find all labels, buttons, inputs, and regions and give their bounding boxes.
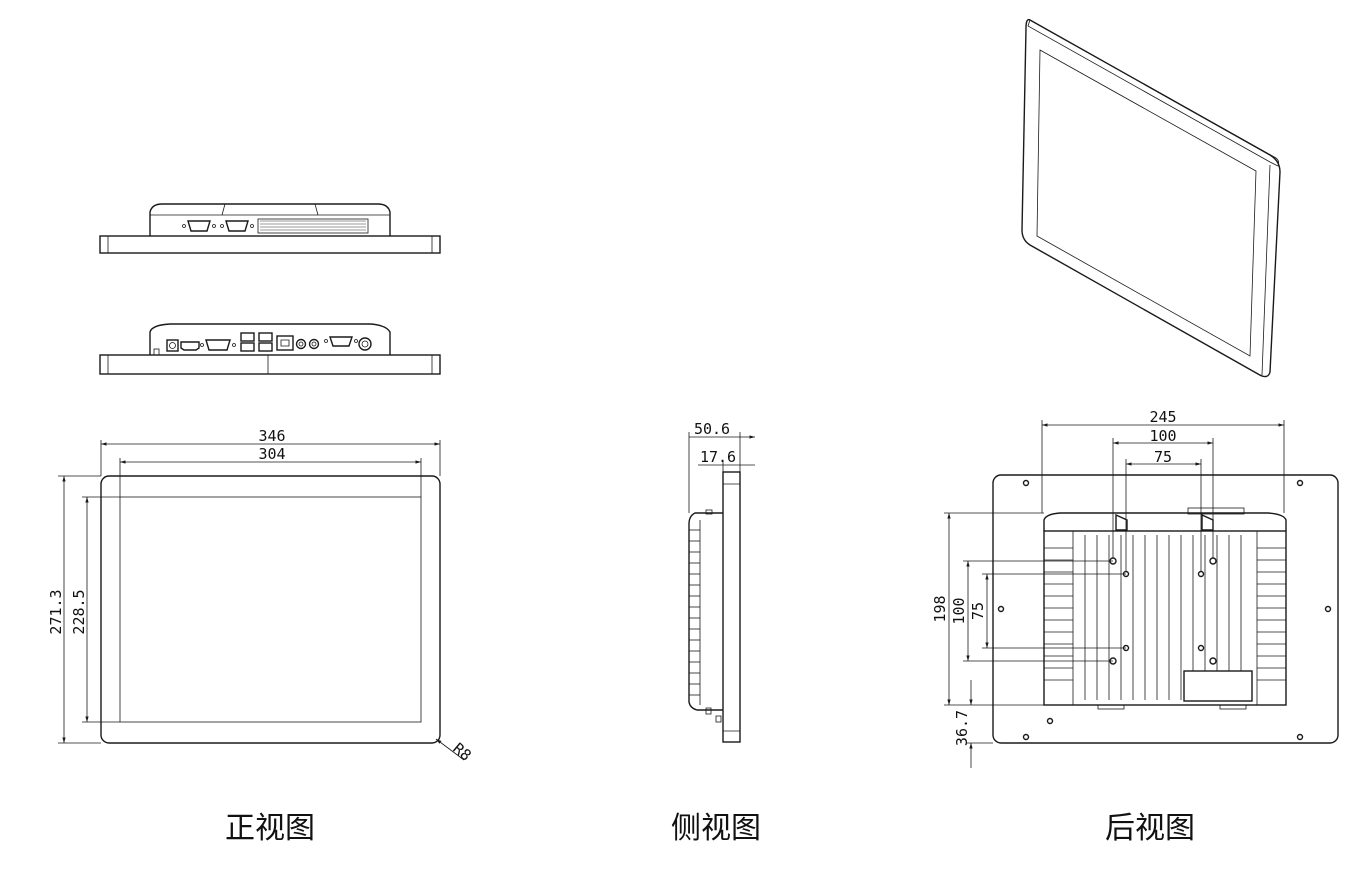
dim-front-height-inner: 228.5: [70, 589, 88, 634]
dim-back-height-198: 198: [931, 595, 949, 622]
mounting-screws: [997, 479, 1332, 741]
dim-side-depth-total: 50.6: [694, 420, 730, 438]
dim-front-width-outer: 346: [258, 427, 285, 445]
dim-front-height-outer: 271.3: [47, 589, 65, 634]
side-fins: [689, 520, 701, 705]
caption-front-view: 正视图: [225, 811, 315, 846]
perspective-view: [1021, 18, 1281, 378]
dc-power-port-icon: [166, 339, 179, 352]
serial-port-icon: [182, 220, 216, 232]
back-view: [944, 420, 1339, 768]
bottom-connector-view: [99, 323, 441, 375]
front-view: [58, 440, 465, 761]
power-button-icon: [358, 337, 372, 351]
dim-back-height-75: 75: [969, 602, 987, 620]
audio-jack-icon: [295, 338, 320, 350]
caption-back-view: 后视图: [1105, 811, 1195, 846]
dim-back-width-100: 100: [1149, 427, 1176, 445]
serial-port-icon: [220, 220, 254, 232]
dim-back-width-245: 245: [1149, 408, 1176, 426]
top-connector-view: [99, 203, 441, 254]
dim-corner-radius: R8: [449, 739, 474, 764]
ethernet-port-icon: [276, 335, 294, 351]
side-view: [688, 432, 755, 743]
dim-front-width-inner: 304: [258, 445, 285, 463]
caption-side-view: 侧视图: [671, 811, 761, 846]
dim-side-depth-bezel: 17.6: [700, 448, 736, 466]
vent-grille: [257, 218, 369, 234]
vga-port-icon: [200, 339, 236, 351]
vesa-holes: [1109, 557, 1217, 665]
dim-back-width-75: 75: [1154, 448, 1172, 466]
dim-back-height-100: 100: [950, 597, 968, 624]
dim-back-offset: 36.7: [953, 710, 971, 746]
serial-port-icon: [324, 336, 358, 347]
hdmi-port-icon: [180, 341, 200, 351]
usb-port-icon: [240, 332, 273, 352]
vent-grille-pattern: [260, 220, 366, 231]
